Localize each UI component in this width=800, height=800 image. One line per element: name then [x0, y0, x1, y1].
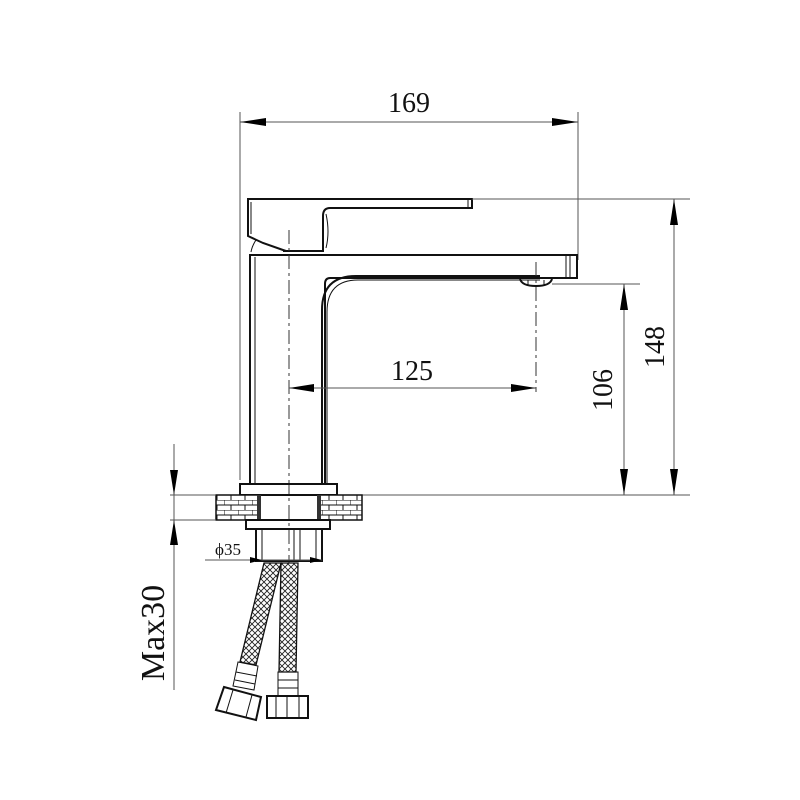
arrow-right-icon [310, 557, 322, 563]
arrow-up-icon [620, 284, 628, 310]
hose-nut-left [214, 685, 263, 722]
arrow-down-icon [170, 470, 178, 495]
dimension-label-106: 106 [588, 369, 619, 411]
arrow-right-icon [511, 384, 536, 392]
hose-ferrule-left [232, 661, 259, 691]
lever-handle [247, 198, 473, 253]
arrow-left-icon [289, 384, 314, 392]
arrow-down-icon [620, 469, 628, 495]
mounting-nut [245, 519, 331, 530]
arrow-left-icon [240, 118, 266, 126]
dimension-label-125: 125 [391, 356, 433, 387]
dimension-label-169: 169 [388, 88, 430, 119]
dimension-label-max30: Max30 [135, 585, 172, 681]
spout [565, 255, 571, 278]
arrow-right-icon [552, 118, 578, 126]
aerator [519, 278, 553, 288]
arrow-right-icon [250, 557, 262, 563]
braided-hose-right [278, 562, 299, 673]
dimension-max-deck-thickness: Max30 [135, 444, 178, 690]
arrow-up-icon [670, 199, 678, 225]
base-flange [239, 483, 338, 496]
dimension-overall-width: 169 [239, 88, 579, 480]
dimension-hole-diameter: ϕ35 [205, 540, 322, 563]
arrow-up-icon [170, 520, 178, 545]
dimension-label-148: 148 [640, 326, 671, 368]
hose-nut-right [266, 695, 309, 719]
shank [255, 528, 323, 562]
dimension-spout-reach: 125 [289, 356, 536, 392]
faucet-body [249, 254, 578, 484]
countertop [170, 494, 363, 521]
braided-hose-left [239, 562, 282, 666]
arrow-down-icon [670, 469, 678, 495]
dimension-spout-height: 106 [588, 284, 628, 495]
hose-ferrule-right [277, 671, 299, 697]
dimension-overall-height: 148 [640, 199, 678, 495]
dimension-label-phi35: ϕ35 [215, 540, 241, 559]
